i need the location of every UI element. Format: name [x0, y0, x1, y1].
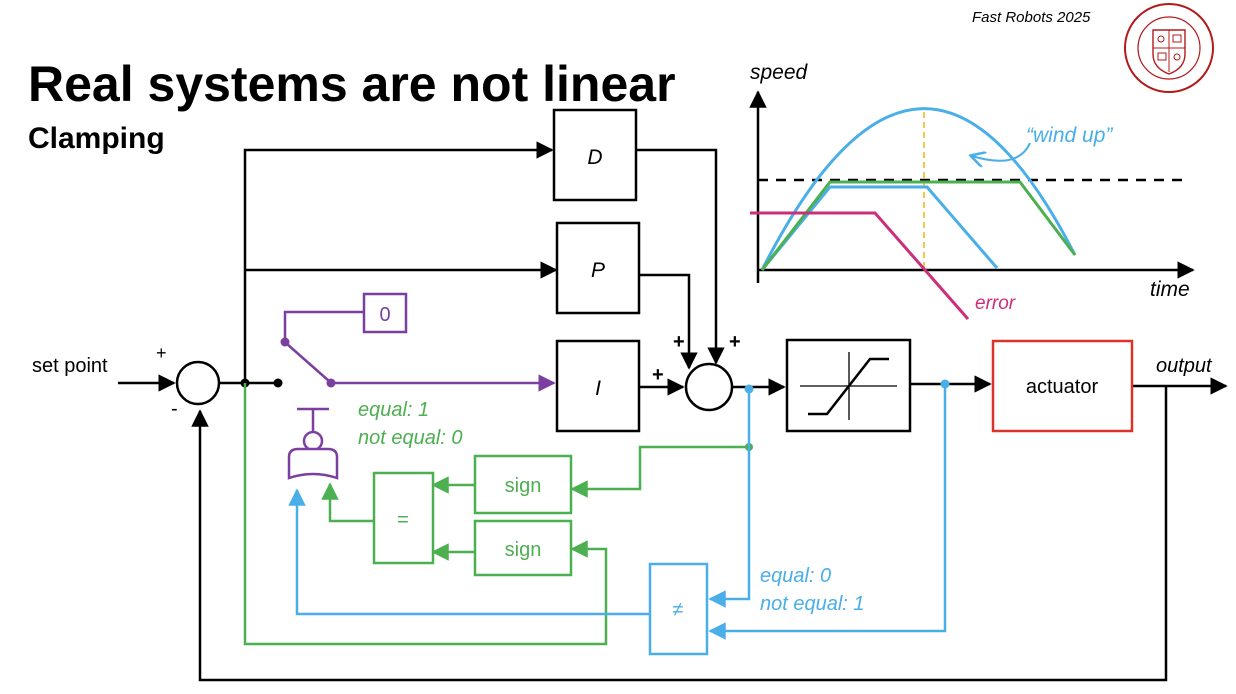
actuator-block — [991, 339, 1134, 433]
feedback-minus-sign: - — [171, 398, 178, 420]
d-block — [552, 108, 638, 202]
i-block — [555, 339, 641, 433]
p-block — [555, 221, 641, 315]
slide-subtitle: Clamping — [28, 122, 165, 155]
pid-summing-junction — [684, 362, 734, 412]
i-plus-sign: + — [652, 364, 664, 386]
setpoint-label: set point — [32, 355, 108, 377]
inset-plot: speed time “wind up” error — [749, 61, 1195, 320]
blue-note-equal: equal: 0 — [760, 565, 831, 587]
blue-tap-node-post — [940, 379, 950, 389]
windup-pointer — [972, 142, 1031, 161]
equal-block-label: = — [397, 509, 409, 531]
error-label: error — [975, 293, 1016, 314]
sign-block-top-label: sign — [505, 475, 542, 497]
sign-block-top — [473, 454, 573, 515]
saturation-icon — [800, 352, 897, 420]
clamped-curve-green — [760, 180, 1077, 271]
sign-block-bottom — [473, 519, 573, 577]
switch-pivot-output — [326, 378, 336, 388]
zero-block — [362, 292, 408, 334]
not-equal-block-label: ≠ — [673, 599, 684, 621]
clamped-curve — [760, 185, 999, 271]
error-summing-junction — [175, 360, 221, 406]
d-block-label: D — [587, 146, 602, 169]
blue-tap-node-pre — [744, 384, 754, 394]
speed-axis-label: speed — [750, 61, 809, 84]
p-block-label: P — [591, 259, 605, 282]
green-signal-path — [243, 383, 749, 646]
cornell-seal — [1124, 3, 1214, 93]
course-label: Fast Robots 2025 — [972, 9, 1091, 26]
setpoint-plus-sign: + — [156, 343, 167, 363]
switch-input-node — [273, 378, 283, 388]
main-signal-path — [118, 141, 1228, 682]
zero-block-label: 0 — [379, 304, 390, 326]
equal-block — [372, 471, 435, 565]
slide-title: Real systems are not linear — [28, 56, 676, 112]
error-curve — [750, 211, 970, 320]
i-block-label: I — [595, 377, 601, 400]
windup-label: “wind up” — [1026, 124, 1113, 147]
actuator-label: actuator — [1026, 376, 1099, 398]
and-gate-icon — [287, 430, 339, 480]
blue-note-not-equal: not equal: 1 — [760, 593, 865, 615]
integrator-switch — [283, 310, 556, 432]
p-plus-sign: + — [673, 331, 685, 353]
d-plus-sign: + — [729, 331, 741, 353]
windup-curve — [760, 107, 1077, 271]
green-note-equal: equal: 1 — [358, 399, 429, 421]
output-label: output — [1156, 355, 1213, 377]
sign-block-bottom-label: sign — [505, 539, 542, 561]
switch-pivot-top — [280, 337, 290, 347]
time-axis-label: time — [1150, 278, 1190, 301]
green-note-not-equal: not equal: 0 — [358, 427, 463, 449]
not-equal-block — [648, 562, 709, 656]
blue-signal-path — [288, 384, 947, 640]
